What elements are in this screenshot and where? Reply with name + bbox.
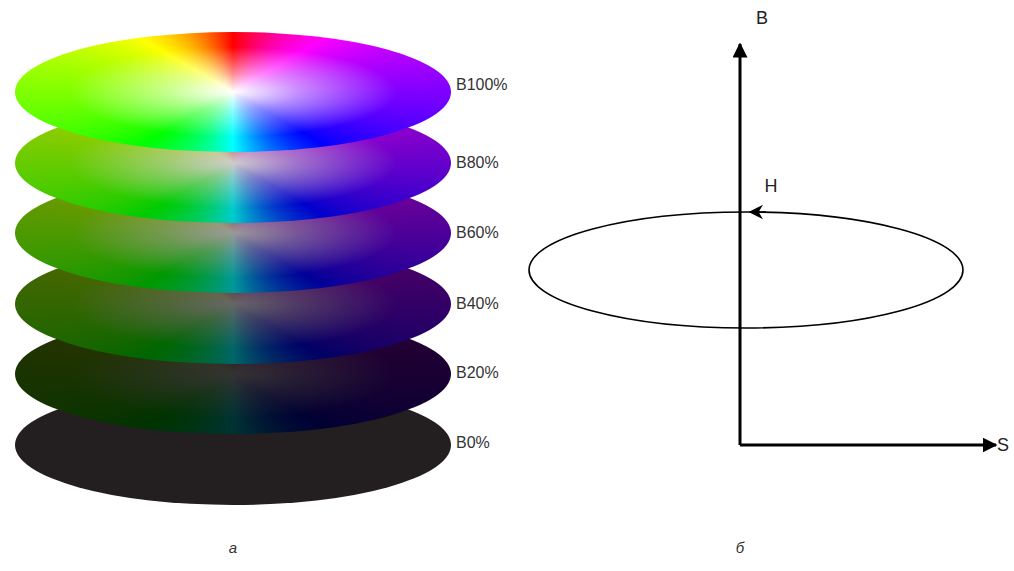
part-letter: б: [736, 539, 744, 556]
color-wheel: [15, 32, 451, 152]
brightness-label: B100%: [456, 76, 508, 94]
brightness-label: B0%: [456, 434, 490, 452]
axis-label: B: [756, 8, 768, 29]
s-axis: [740, 444, 996, 447]
axis-label: S: [997, 435, 1009, 456]
brightness-label: B80%: [456, 154, 499, 172]
part-letter: а: [229, 539, 237, 556]
brightness-label: B40%: [456, 295, 499, 313]
hue-arrow: [750, 211, 766, 213]
brightness-label: B20%: [456, 364, 499, 382]
brightness-label: B60%: [456, 224, 499, 242]
hue-circle: [529, 212, 963, 328]
axis-label: H: [765, 176, 778, 197]
b-axis: [739, 44, 742, 445]
